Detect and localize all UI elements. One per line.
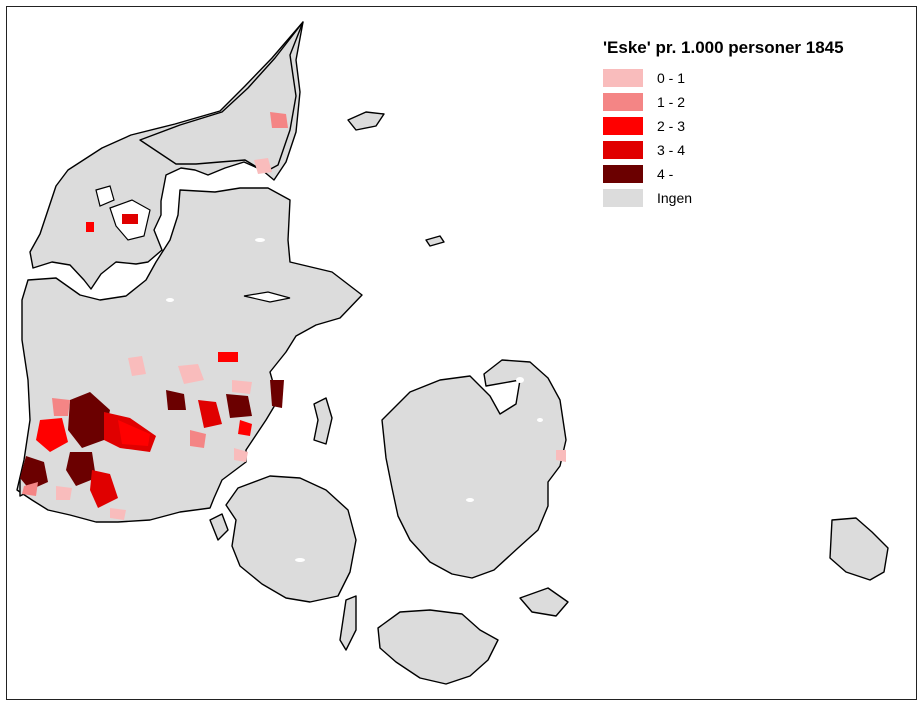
legend-label: 1 - 2 bbox=[657, 94, 686, 110]
legend-title: 'Eske' pr. 1.000 personer 1845 bbox=[603, 38, 844, 57]
legend-swatch bbox=[603, 189, 643, 207]
parish-region bbox=[86, 222, 94, 232]
parish-region bbox=[234, 448, 248, 462]
legend-label: 3 - 4 bbox=[657, 142, 686, 158]
parish-region bbox=[270, 112, 288, 128]
parish-region bbox=[232, 380, 252, 394]
parish-region bbox=[56, 486, 72, 500]
parish-region bbox=[556, 450, 566, 462]
parish-region bbox=[178, 364, 204, 384]
legend-item: 1 - 2 bbox=[603, 90, 913, 114]
parish-region bbox=[270, 380, 284, 408]
zealand bbox=[381, 359, 567, 579]
bornholm bbox=[829, 517, 889, 581]
legend-label: 4 - bbox=[657, 166, 674, 182]
legend-item: 3 - 4 bbox=[603, 138, 913, 162]
lake bbox=[166, 298, 174, 302]
anholt bbox=[425, 235, 445, 247]
legend-item: 4 - bbox=[603, 162, 913, 186]
parish-region bbox=[122, 214, 138, 224]
legend-swatch bbox=[603, 117, 643, 135]
parish-region bbox=[36, 418, 68, 452]
lake bbox=[516, 377, 524, 383]
legend-item: 0 - 1 bbox=[603, 66, 913, 90]
legend-label: Ingen bbox=[657, 190, 693, 206]
parish-region bbox=[52, 398, 70, 416]
legend-label: 2 - 3 bbox=[657, 118, 686, 134]
parish-region bbox=[198, 400, 222, 428]
vendsyssel bbox=[139, 21, 304, 173]
limfjord-inlet bbox=[95, 185, 115, 207]
map-legend: 'Eske' pr. 1.000 personer 1845 0 - 1 1 - … bbox=[603, 38, 913, 210]
legend-item: Ingen bbox=[603, 186, 913, 210]
parish-region bbox=[226, 394, 252, 418]
parish-region bbox=[110, 508, 126, 520]
lake bbox=[466, 498, 474, 502]
parish-region bbox=[218, 352, 238, 362]
parish-region bbox=[166, 390, 186, 410]
legend-items: 0 - 1 1 - 2 2 - 3 3 - 4 4 - Ingen bbox=[603, 66, 913, 210]
parish-region bbox=[128, 356, 146, 376]
lake bbox=[295, 558, 305, 562]
parish-region bbox=[66, 452, 96, 486]
lolland-falster bbox=[377, 609, 499, 685]
mon bbox=[519, 587, 569, 617]
parish-region bbox=[68, 392, 110, 448]
legend-swatch bbox=[603, 165, 643, 183]
parish-region bbox=[20, 456, 48, 490]
legend-item: 2 - 3 bbox=[603, 114, 913, 138]
parish-region bbox=[238, 420, 252, 436]
legend-label: 0 - 1 bbox=[657, 70, 686, 86]
parish-region bbox=[190, 430, 206, 448]
als bbox=[209, 513, 229, 541]
parish-regions bbox=[20, 112, 566, 520]
parish-region bbox=[118, 420, 150, 446]
legend-swatch bbox=[603, 141, 643, 159]
lake bbox=[255, 238, 265, 242]
jutland bbox=[16, 21, 363, 523]
laeso bbox=[347, 111, 385, 131]
lakes bbox=[166, 238, 543, 562]
parish-region bbox=[254, 158, 272, 174]
parish-region bbox=[90, 470, 118, 508]
mariager-fjord bbox=[243, 291, 291, 303]
parish-region bbox=[22, 482, 38, 496]
samso bbox=[313, 397, 333, 445]
langeland bbox=[339, 595, 357, 651]
legend-swatch bbox=[603, 93, 643, 111]
legend-swatch bbox=[603, 69, 643, 87]
funen bbox=[225, 475, 357, 603]
lake bbox=[537, 418, 543, 422]
